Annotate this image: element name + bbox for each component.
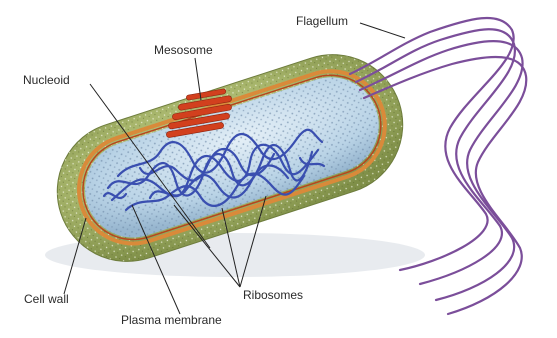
label-nucleoid: Nucleoid <box>23 73 70 87</box>
label-flagellum: Flagellum <box>296 14 348 28</box>
label-cell-wall: Cell wall <box>24 292 69 306</box>
label-mesosome: Mesosome <box>154 43 213 57</box>
label-plasma-membrane: Plasma membrane <box>121 313 222 327</box>
leader-flagellum <box>360 23 405 38</box>
label-ribosomes: Ribosomes <box>243 288 303 302</box>
